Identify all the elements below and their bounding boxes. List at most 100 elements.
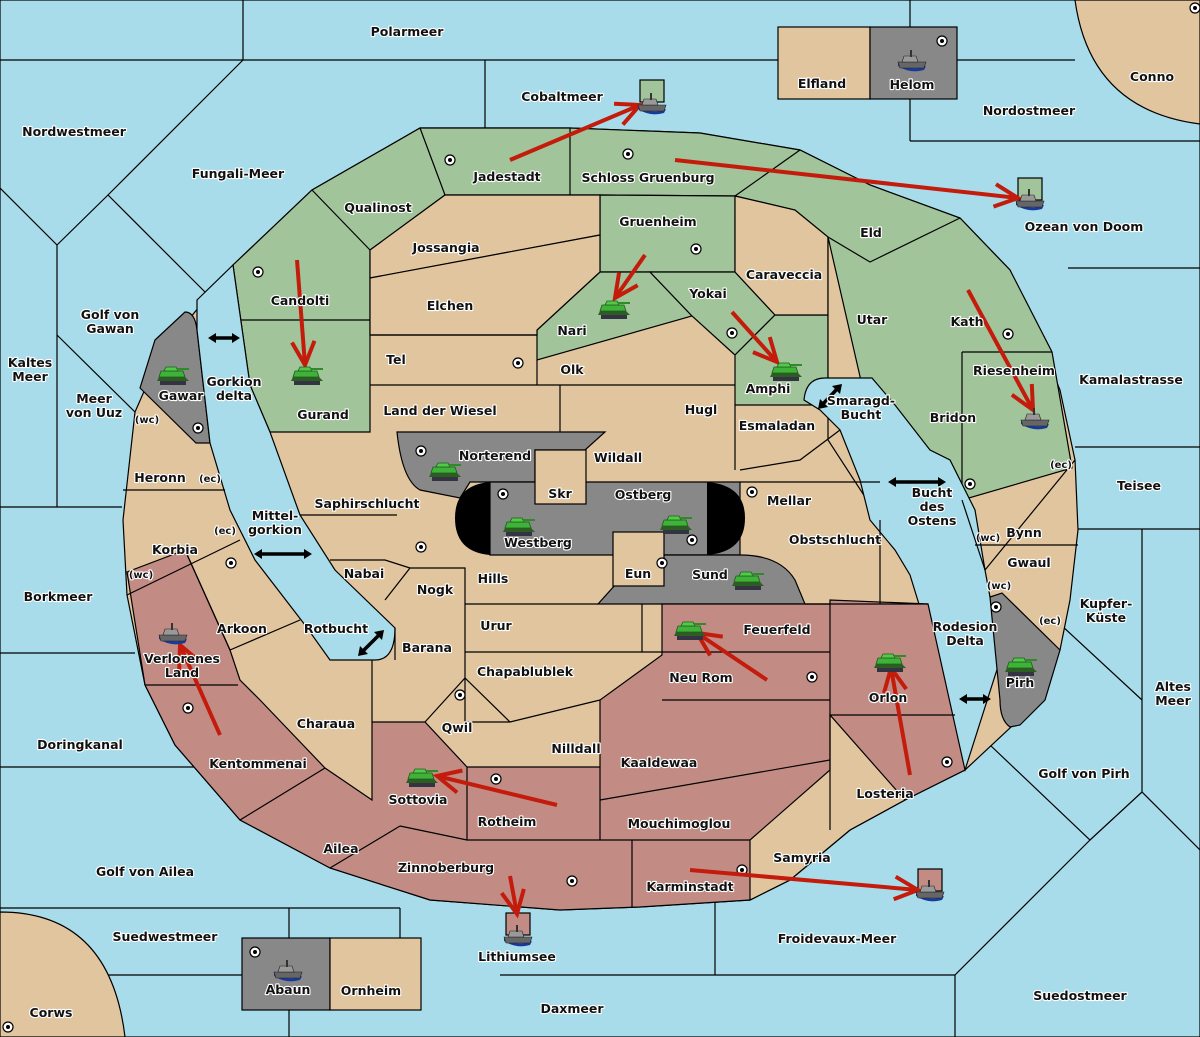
- sea-label-nordwestmeer[interactable]: Nordwestmeer: [21, 123, 128, 140]
- territory-label-chapablublek[interactable]: Chapablublek: [476, 663, 575, 680]
- territory-label-hugl[interactable]: Hugl: [684, 401, 719, 418]
- sea-label-mittel-gorkion[interactable]: Mittel-gorkion: [247, 507, 303, 538]
- territory-label-kaaldewaa[interactable]: Kaaldewaa: [620, 754, 699, 771]
- territory-label-gwaul[interactable]: Gwaul: [1006, 554, 1052, 571]
- territory-label-helom[interactable]: Helom: [888, 76, 935, 93]
- territory-label-esmaladan[interactable]: Esmaladan: [738, 417, 817, 434]
- territory-label-caraveccia[interactable]: Caraveccia: [745, 266, 824, 283]
- territory-label-bridon[interactable]: Bridon: [929, 409, 978, 426]
- territory-label-jossangia[interactable]: Jossangia: [410, 239, 480, 256]
- territory-label-eld[interactable]: Eld: [859, 224, 883, 241]
- territory-label-riesenheim[interactable]: Riesenheim: [972, 362, 1056, 379]
- territory-corws[interactable]: [0, 911, 126, 1037]
- territory-label-gawar[interactable]: Gawar: [157, 387, 205, 404]
- territory-label-orlon[interactable]: Orlon: [868, 689, 909, 706]
- territory-label-corws[interactable]: Corws: [28, 1004, 73, 1021]
- sea-label-polarmeer[interactable]: Polarmeer: [370, 23, 446, 40]
- territory-label-saphirschlucht[interactable]: Saphirschlucht: [313, 495, 420, 512]
- territory-label-karminstadt[interactable]: Karminstadt: [645, 878, 734, 895]
- territory-label-sund[interactable]: Sund: [691, 566, 729, 583]
- territory-label-mouchimoglou[interactable]: Mouchimoglou: [626, 815, 731, 832]
- territory-elfland[interactable]: [777, 26, 871, 100]
- territory-label-ailea[interactable]: Ailea: [322, 840, 359, 857]
- sea-label-rotbucht[interactable]: Rotbucht: [303, 620, 370, 637]
- sea-label-froidevaux-meer[interactable]: Froidevaux-Meer: [777, 930, 899, 947]
- sea-label-daxmeer[interactable]: Daxmeer: [539, 1000, 605, 1017]
- territory-label-obstschlucht[interactable]: Obstschlucht: [788, 531, 882, 548]
- territory-label-losteria[interactable]: Losteria: [855, 785, 915, 802]
- territory-label-urur[interactable]: Urur: [479, 617, 513, 634]
- sea-label-nordostmeer[interactable]: Nordostmeer: [982, 102, 1077, 119]
- territory-label-ornheim[interactable]: Ornheim: [340, 982, 403, 999]
- sea-label-teisee[interactable]: Teisee: [1116, 477, 1162, 494]
- sea-label-golf-von-pirh[interactable]: Golf von Pirh: [1037, 765, 1131, 782]
- sea-label-doringkanal[interactable]: Doringkanal: [36, 736, 124, 753]
- territory-label-jadestadt[interactable]: Jadestadt: [471, 168, 542, 185]
- territory-conno[interactable]: [1074, 0, 1200, 125]
- territory-label-conno[interactable]: Conno: [1129, 68, 1176, 85]
- territory-eun[interactable]: [612, 531, 665, 587]
- territory-label-kentommenai[interactable]: Kentommenai: [208, 755, 308, 772]
- territory-gruenheim[interactable]: [599, 194, 736, 273]
- territory-label-abaun[interactable]: Abaun: [264, 981, 311, 998]
- territory-label-nogk[interactable]: Nogk: [416, 581, 455, 598]
- territory-label-rotheim[interactable]: Rotheim: [476, 813, 537, 830]
- territory-label-neu-rom[interactable]: Neu Rom: [668, 669, 734, 686]
- territory-label-norterend[interactable]: Norterend: [458, 447, 532, 464]
- territory-label-charaua[interactable]: Charaua: [296, 715, 357, 732]
- territory-label-bynn[interactable]: Bynn: [1005, 524, 1043, 541]
- sea-label-lithiumsee[interactable]: Lithiumsee: [477, 948, 557, 965]
- sea-label-kamalastrasse[interactable]: Kamalastrasse: [1078, 371, 1184, 388]
- territory-label-elfland[interactable]: Elfland: [797, 75, 848, 92]
- sea-label-cobaltmeer[interactable]: Cobaltmeer: [520, 88, 605, 105]
- territory-label-land-der-wiesel[interactable]: Land der Wiesel: [382, 402, 497, 419]
- sea-label-ozean-von-doom[interactable]: Ozean von Doom: [1024, 218, 1145, 235]
- territory-label-olk[interactable]: Olk: [559, 361, 585, 378]
- sea-label-golf-von-ailea[interactable]: Golf von Ailea: [95, 863, 195, 880]
- territory-jossangia[interactable]: [369, 194, 601, 279]
- territory-skr[interactable]: [534, 449, 587, 505]
- territory-label-wildall[interactable]: Wildall: [593, 449, 644, 466]
- territory-label-barana[interactable]: Barana: [401, 639, 453, 656]
- territory-label-mellar[interactable]: Mellar: [766, 492, 813, 509]
- sea-label-kupfer-k-ste[interactable]: Kupfer-Küste: [1079, 595, 1134, 626]
- territory-label-eun[interactable]: Eun: [624, 565, 653, 582]
- territory-label-skr[interactable]: Skr: [547, 485, 574, 502]
- territory-label-elchen[interactable]: Elchen: [426, 297, 475, 314]
- territory-label-schloss-gruenburg[interactable]: Schloss Gruenburg: [580, 169, 715, 186]
- territory-label-nari[interactable]: Nari: [556, 322, 588, 339]
- territory-ornheim[interactable]: [329, 937, 422, 1011]
- territory-label-arkoon[interactable]: Arkoon: [216, 620, 268, 637]
- territory-label-feuerfeld[interactable]: Feuerfeld: [742, 621, 811, 638]
- sea-label-suedwestmeer[interactable]: Suedwestmeer: [111, 928, 219, 945]
- territory-label-heronn[interactable]: Heronn: [133, 469, 187, 486]
- territory-label-qwil[interactable]: Qwil: [441, 719, 474, 736]
- territory-label-kath[interactable]: Kath: [949, 313, 984, 330]
- territory-label-samyria[interactable]: Samyria: [772, 849, 832, 866]
- territory-label-gruenheim[interactable]: Gruenheim: [618, 213, 698, 230]
- territory-label-pirh[interactable]: Pirh: [1005, 674, 1036, 691]
- sea-label-borkmeer[interactable]: Borkmeer: [23, 588, 95, 605]
- territory-label-nabai[interactable]: Nabai: [343, 565, 386, 582]
- territory-label-westberg[interactable]: Westberg: [503, 534, 573, 551]
- territory-label-zinnoberburg[interactable]: Zinnoberburg: [397, 859, 495, 876]
- territory-label-amphi[interactable]: Amphi: [744, 380, 791, 397]
- sea-label-smaragd-bucht[interactable]: Smaragd-Bucht: [826, 392, 896, 423]
- territory-label-sottovia[interactable]: Sottovia: [387, 791, 448, 808]
- territory-label-hills[interactable]: Hills: [477, 570, 510, 587]
- sea-label-suedostmeer[interactable]: Suedostmeer: [1032, 987, 1129, 1004]
- territory-label-gurand[interactable]: Gurand: [296, 406, 350, 423]
- territory-label-nilldall[interactable]: Nilldall: [550, 740, 601, 757]
- territory-label-ostberg[interactable]: Ostberg: [614, 486, 673, 503]
- territory-label-utar[interactable]: Utar: [856, 311, 890, 328]
- territory-label-yokai[interactable]: Yokai: [687, 285, 728, 302]
- territory-label-tel[interactable]: Tel: [385, 351, 407, 368]
- territory-label-qualinost[interactable]: Qualinost: [343, 199, 413, 216]
